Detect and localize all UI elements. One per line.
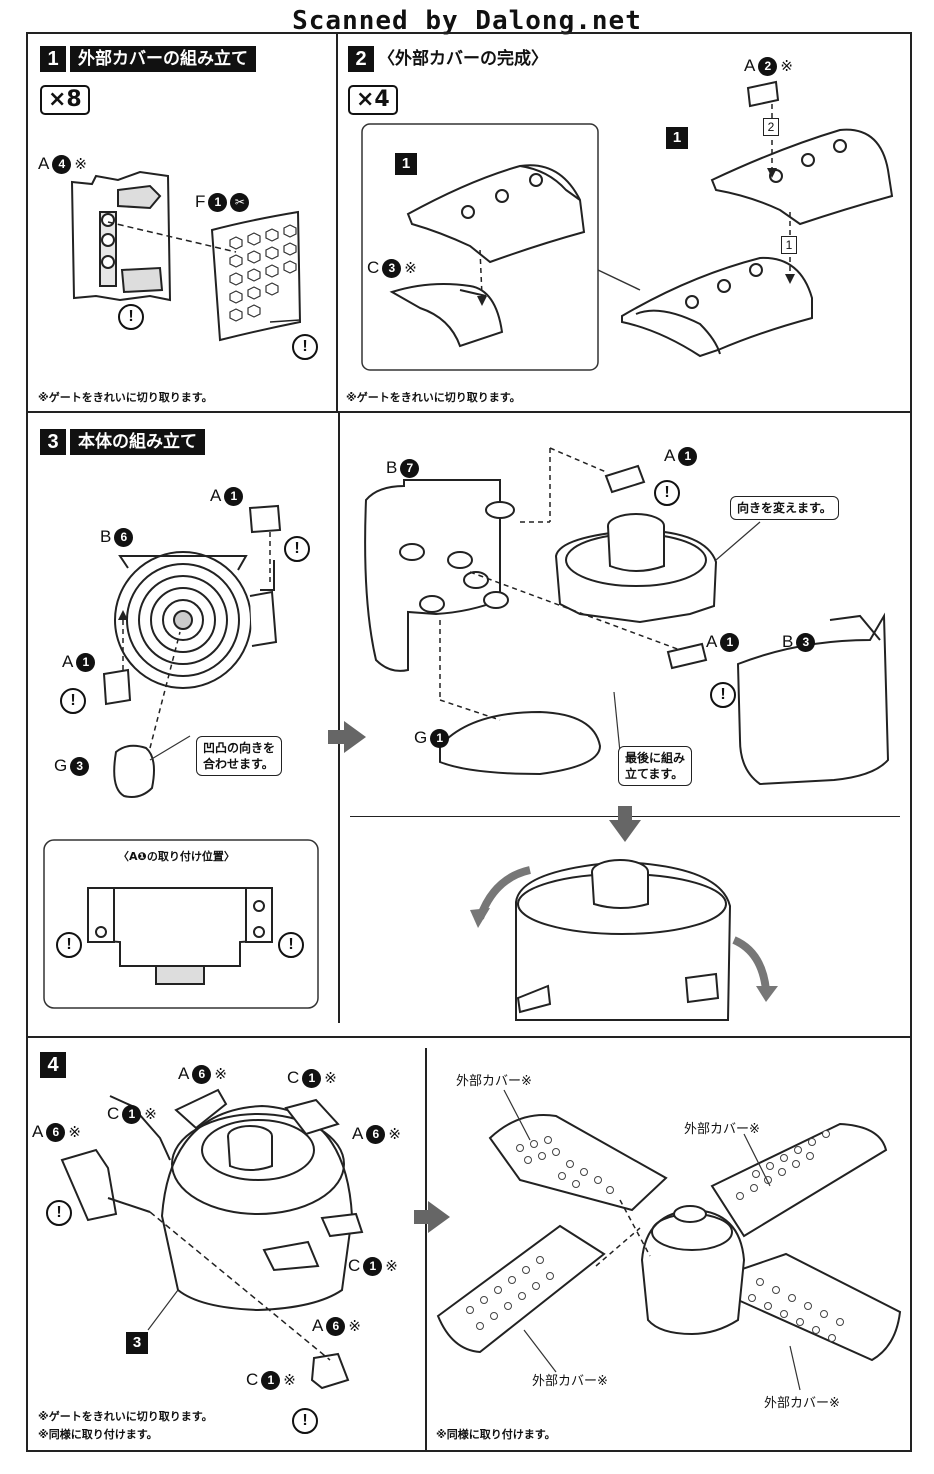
- step3-title: 本体の組み立て: [70, 429, 205, 455]
- callout-turn: 向きを変えます。: [730, 496, 839, 520]
- warning-icon: !: [118, 304, 144, 330]
- warning-icon: !: [56, 932, 82, 958]
- warning-icon: !: [60, 688, 86, 714]
- watermark: Scanned by Dalong.net: [292, 6, 642, 36]
- step1-number: 1: [40, 46, 66, 72]
- page-frame: [26, 32, 912, 1452]
- divider-row1: [26, 411, 912, 413]
- warning-icon: !: [292, 1408, 318, 1434]
- cover-label: 外部カバー※: [456, 1074, 532, 1089]
- flow-arrow-icon: [428, 1201, 450, 1233]
- step4-number: 4: [40, 1052, 66, 1078]
- cover-label: 外部カバー※: [532, 1374, 608, 1389]
- inset-title: 〈A❶の取り付け位置〉: [118, 850, 235, 863]
- warning-icon: !: [654, 480, 680, 506]
- cover-label: 外部カバー※: [764, 1396, 840, 1411]
- step4-note-same: ※同様に取り付けます。: [38, 1428, 158, 1441]
- step1-title: 外部カバーの組み立て: [70, 46, 256, 72]
- part-ref-1: 1: [666, 127, 688, 149]
- warning-icon: !: [284, 536, 310, 562]
- flow-arrow-shaft: [414, 1210, 428, 1224]
- callout-last: 最後に組み 立てます。: [618, 746, 693, 786]
- flow-arrow-shaft: [618, 806, 632, 820]
- divider-step3: [338, 411, 340, 1023]
- step2-note: ※ゲートをきれいに切り取ります。: [346, 391, 521, 404]
- step3-number: 3: [40, 429, 66, 455]
- flow-arrow-shaft: [328, 730, 344, 744]
- part-ref-1: 1: [395, 153, 417, 175]
- part-ref-3: 3: [126, 1332, 148, 1354]
- divider-row2: [26, 1036, 912, 1038]
- warning-icon: !: [46, 1200, 72, 1226]
- order-mark-2: 2: [763, 118, 779, 136]
- step4-note-gate: ※ゲートをきれいに切り取ります。: [38, 1410, 213, 1423]
- step4-note-right: ※同様に取り付けます。: [436, 1428, 556, 1441]
- step1-quantity: ×8: [40, 85, 90, 115]
- divider-step4: [425, 1048, 427, 1452]
- order-mark-1: 1: [781, 236, 797, 254]
- warning-icon: !: [278, 932, 304, 958]
- step1-note: ※ゲートをきれいに切り取ります。: [38, 391, 213, 404]
- step2-title: 〈外部カバーの完成〉: [378, 49, 548, 69]
- step2-quantity: ×4: [348, 85, 398, 115]
- nipper-icon: ✂: [230, 192, 250, 212]
- divider-step1-step2: [336, 32, 338, 412]
- warning-icon: !: [292, 334, 318, 360]
- step2-number: 2: [348, 46, 374, 72]
- cover-label: 外部カバー※: [684, 1122, 760, 1137]
- callout-align: 凹凸の向きを 合わせます。: [196, 736, 283, 776]
- down-arrow-icon: [609, 820, 641, 842]
- flow-arrow-icon: [344, 721, 366, 753]
- warning-icon: !: [710, 682, 736, 708]
